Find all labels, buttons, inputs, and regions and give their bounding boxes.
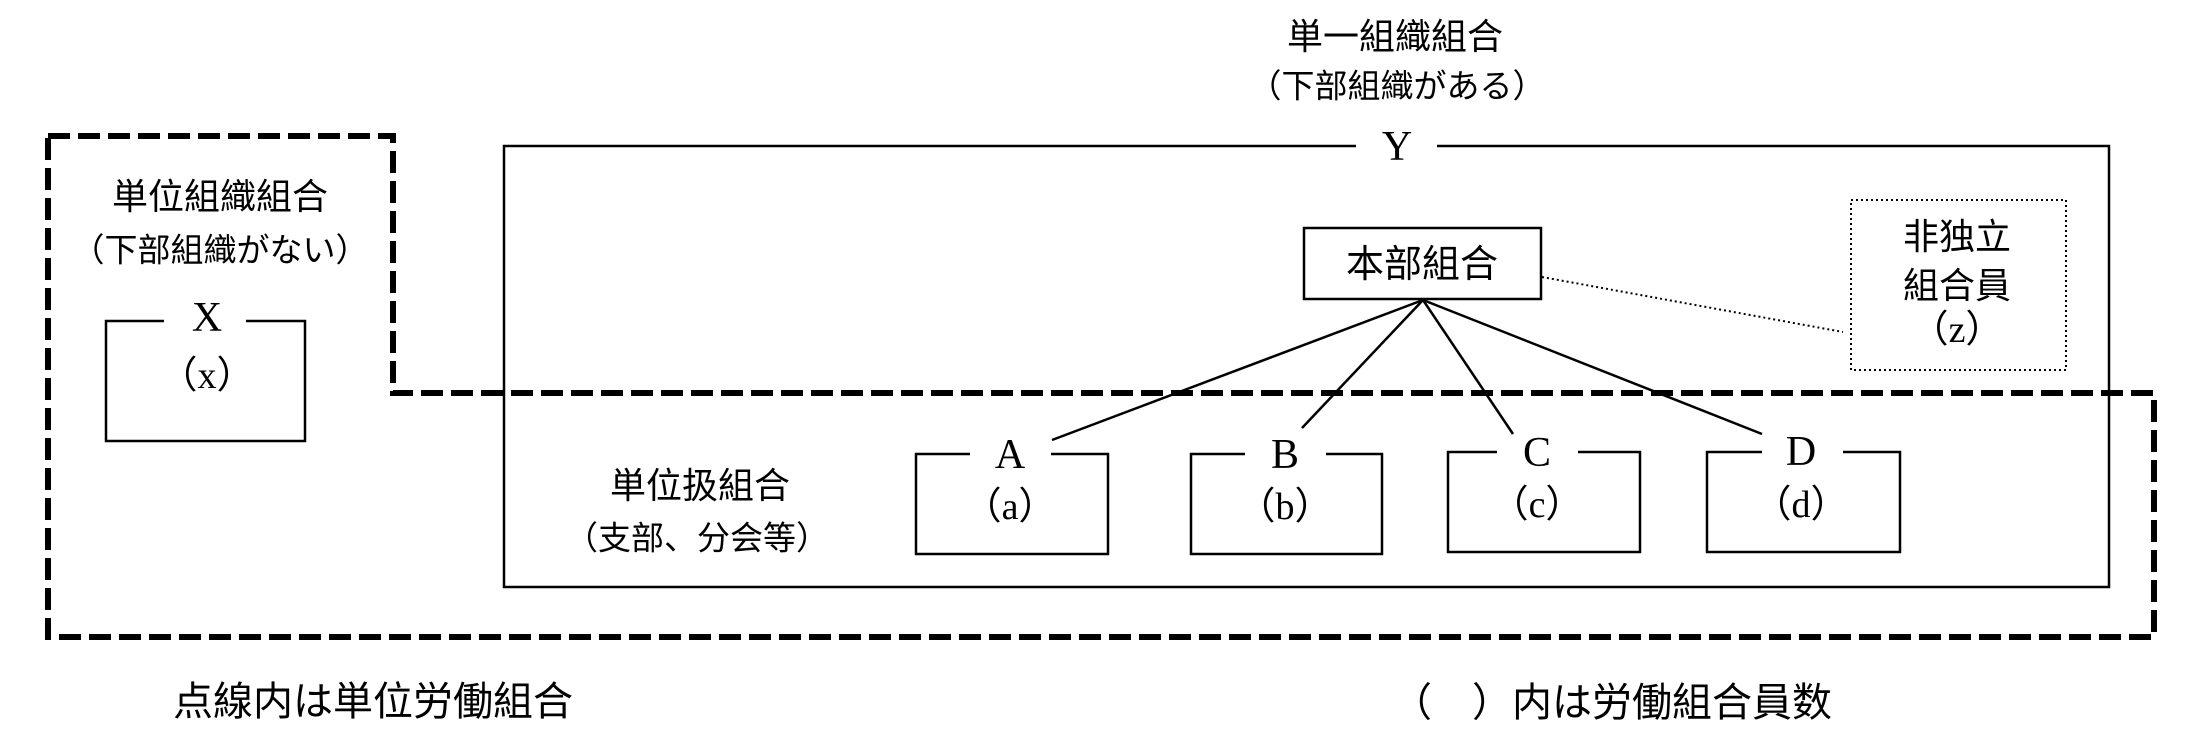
non-independent-line2: 組合員 — [1902, 266, 2012, 307]
branch-d-count: （d） — [1753, 484, 1849, 526]
single-org-union-title: 単一組織組合 — [1286, 17, 1504, 58]
hq-to-non-independent-dotted-line — [1541, 276, 1844, 333]
unit-labor-union-dashed-boundary — [45, 133, 2157, 640]
org-y-code: Y — [1377, 126, 1417, 168]
hq-to-branch-a-line — [1051, 298, 1424, 442]
branch-b-box — [1189, 452, 1384, 556]
branch-a-count: （a） — [963, 486, 1057, 528]
branch-a-box — [914, 452, 1110, 556]
single-org-union-subtitle: （下部組織がある） — [1248, 66, 1546, 106]
headquarters-box — [1302, 226, 1543, 301]
hq-to-branch-b-line — [1301, 299, 1424, 429]
org-x-code: X — [187, 297, 227, 339]
sub-unit-label: 単位扱組合 — [609, 466, 791, 507]
branch-c-count: （c） — [1490, 484, 1584, 526]
org-x-box — [104, 319, 307, 443]
branch-b-code: B — [1266, 434, 1304, 476]
branch-b-count: （b） — [1237, 486, 1333, 528]
non-independent-count: （z） — [1910, 309, 2004, 351]
branch-c-code: C — [1518, 432, 1556, 474]
non-independent-line1: 非独立 — [1902, 217, 2012, 258]
org-x-count: （x） — [159, 355, 255, 397]
sub-unit-sublabel: （支部、分会等） — [565, 518, 829, 558]
branch-d-box — [1705, 450, 1902, 554]
branch-a-code: A — [990, 434, 1030, 476]
branch-c-box — [1446, 450, 1642, 554]
headquarters-label: 本部組合 — [1345, 242, 1499, 286]
unit-org-union-title: 単位組織組合 — [111, 177, 329, 218]
dashed-line-note: 点線内は単位労働組合 — [173, 679, 573, 725]
parenthesis-note: （ ）内は労働組合員数 — [1392, 680, 1832, 726]
hq-to-branch-c-line — [1421, 299, 1515, 435]
non-independent-members-box — [1850, 199, 2067, 371]
branch-d-code: D — [1781, 431, 1821, 473]
org-y-box — [502, 144, 2111, 589]
hq-to-branch-d-line — [1422, 298, 1763, 436]
unit-org-union-subtitle: （下部組織がない） — [71, 230, 369, 270]
